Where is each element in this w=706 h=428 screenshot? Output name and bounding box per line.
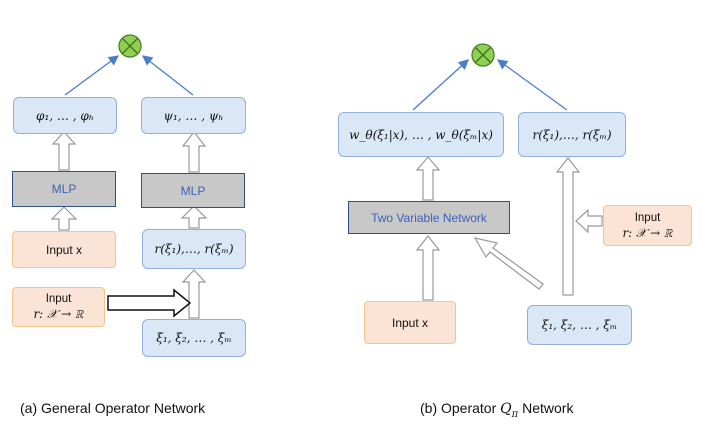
caption-b: (b) Operator Qπ Network bbox=[420, 400, 573, 420]
arrow-phi-to-product bbox=[64, 55, 120, 96]
w-theta-node: w_θ(ξ₁|x), … , w_θ(ξₘ|x) bbox=[338, 112, 504, 157]
caption-b-prefix: (b) Operator bbox=[420, 400, 501, 416]
input-x-node-b: Input x bbox=[364, 301, 456, 344]
hollow-arrow-r-to-mlp bbox=[180, 205, 208, 229]
caption-b-symbol: Q bbox=[500, 401, 512, 417]
input-x-label-a: Input x bbox=[45, 242, 83, 257]
arrow-r-to-product bbox=[496, 59, 568, 111]
input-r-node-b: Input r: 𝒳 → ℝ bbox=[603, 205, 692, 246]
input-r-map-a: r: 𝒳 → ℝ bbox=[33, 307, 84, 321]
hollow-arrow-xi-to-network-diagonal bbox=[473, 237, 544, 290]
product-node-a bbox=[118, 34, 142, 58]
mlp-left-label: MLP bbox=[51, 182, 77, 196]
hollow-arrow-xi-to-r-long bbox=[555, 157, 581, 296]
hollow-arrow-network-to-w bbox=[415, 156, 441, 201]
product-node-b bbox=[471, 43, 495, 67]
r-values-node-b: r(ξ₁),…, r(ξₘ) bbox=[518, 112, 626, 157]
input-r-title-a: Input bbox=[45, 293, 72, 305]
w-theta-label: w_θ(ξ₁|x), … , w_θ(ξₘ|x) bbox=[349, 127, 493, 142]
xi-label-a: ξ₁, ξ₂, … , ξₘ bbox=[156, 331, 232, 345]
hollow-arrow-mlp-to-phi bbox=[51, 131, 77, 171]
hollow-arrow-mlp-to-psi bbox=[181, 131, 207, 173]
phi-label: φ₁, … , φₕ bbox=[36, 108, 94, 123]
two-variable-network-block: Two Variable Network bbox=[348, 201, 510, 234]
input-r-map-b: r: 𝒳 → ℝ bbox=[622, 225, 673, 240]
input-r-title-b: Input bbox=[634, 211, 661, 224]
mlp-left-block: MLP bbox=[12, 171, 116, 207]
hollow-arrow-input-r-to-line bbox=[575, 208, 603, 234]
caption-b-subscript: π bbox=[511, 408, 519, 420]
hollow-arrow-input-x-to-network bbox=[415, 235, 441, 301]
caption-b-suffix: Network bbox=[518, 400, 574, 416]
mlp-right-label: MLP bbox=[180, 183, 206, 198]
phi-node: φ₁, … , φₕ bbox=[13, 97, 117, 134]
arrow-psi-to-product bbox=[141, 55, 194, 96]
input-x-node-a: Input x bbox=[12, 231, 116, 268]
xi-node-b: ξ₁, ξ₂, … , ξₘ bbox=[527, 305, 632, 345]
r-values-node-a: r(ξ₁),…, r(ξₘ) bbox=[142, 229, 246, 269]
black-arrow-input-r-to-xi bbox=[107, 288, 192, 318]
caption-a: (a) General Operator Network bbox=[20, 400, 205, 416]
xi-node-a: ξ₁, ξ₂, … , ξₘ bbox=[142, 319, 246, 357]
caption-a-text: (a) General Operator Network bbox=[20, 400, 206, 416]
arrow-w-to-product bbox=[412, 59, 469, 111]
psi-label: ψ₁, … , ψₕ bbox=[163, 108, 224, 123]
input-x-label-b: Input x bbox=[391, 315, 429, 330]
two-variable-network-label: Two Variable Network bbox=[371, 210, 487, 225]
hollow-arrow-input-to-mlp bbox=[50, 206, 78, 231]
r-values-label-a: r(ξ₁),…, r(ξₘ) bbox=[154, 242, 234, 256]
psi-node: ψ₁, … , ψₕ bbox=[141, 97, 246, 134]
r-values-label-b: r(ξ₁),…, r(ξₘ) bbox=[532, 127, 612, 142]
mlp-right-block: MLP bbox=[141, 173, 245, 208]
input-r-node-a: Input r: 𝒳 → ℝ bbox=[12, 287, 105, 327]
xi-label-b: ξ₁, ξ₂, … , ξₘ bbox=[541, 318, 618, 332]
hollow-arrow-xi-to-r bbox=[181, 269, 207, 319]
